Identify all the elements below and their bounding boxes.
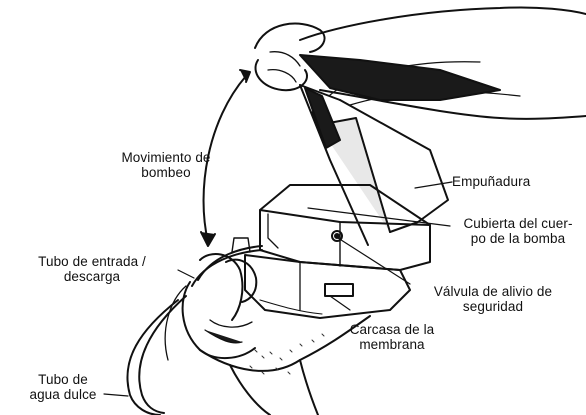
label-pumping-motion: Movimiento de bombeo: [121, 150, 211, 180]
hand-shading: [249, 333, 325, 375]
tubes: [126, 237, 263, 415]
label-inlet-outlet-tube: Tubo de entrada / descarga: [38, 254, 146, 284]
lower-hand: [181, 253, 371, 415]
upper-hand: [254, 22, 326, 92]
label-pump-body-cover: Cubierta del cuer- po de la bomba: [463, 216, 573, 246]
membrane-housing: [244, 254, 411, 319]
label-fresh-water-tube: Tubo de agua dulce: [29, 372, 97, 402]
label-relief-valve: Válvula de alivio de seguridad: [433, 284, 553, 314]
leader-lines: [103, 181, 453, 397]
pump-body-cover: [259, 184, 431, 271]
pumping-motion-arrow: [200, 69, 251, 247]
label-handle: Empuñadura: [452, 174, 531, 189]
label-membrane-housing: Carcasa de la membrana: [349, 322, 435, 352]
